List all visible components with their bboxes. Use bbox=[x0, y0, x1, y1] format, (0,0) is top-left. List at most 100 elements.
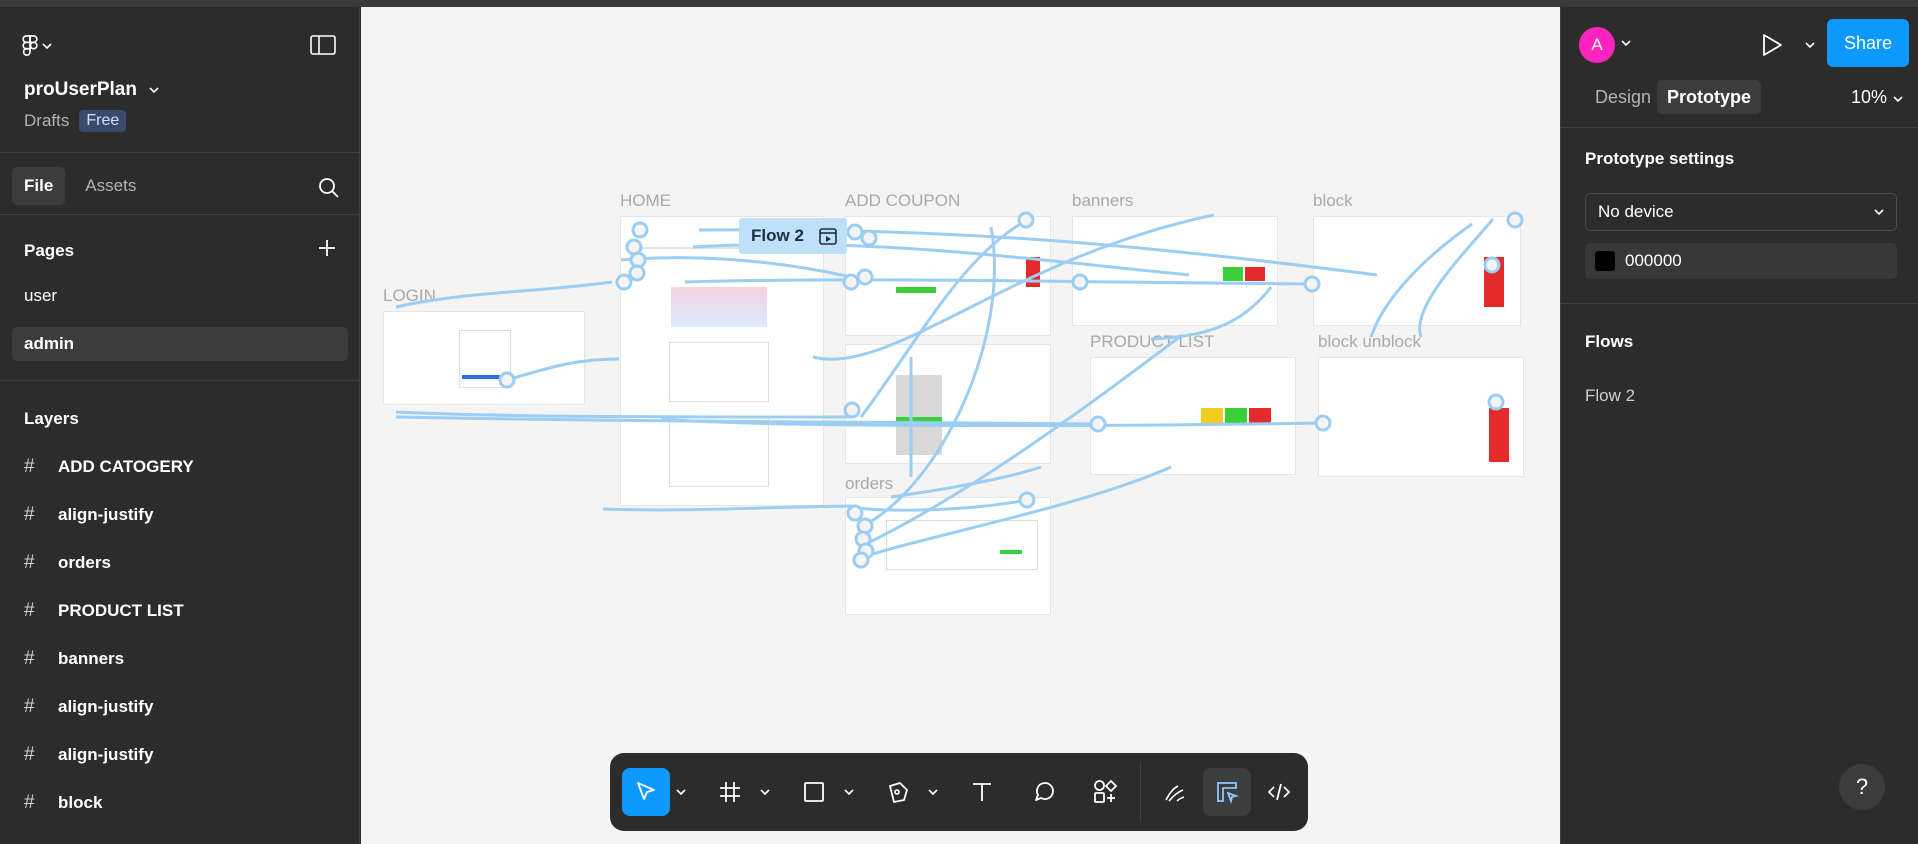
pen-tool-options[interactable] bbox=[922, 768, 944, 816]
green-bar bbox=[896, 417, 942, 423]
layer-item[interactable]: #align-justify bbox=[24, 504, 153, 526]
rectangle-tool-options[interactable] bbox=[838, 768, 860, 816]
search-icon[interactable] bbox=[318, 177, 340, 199]
window-top-bar bbox=[0, 0, 1918, 7]
figma-logo-icon bbox=[22, 35, 38, 56]
avatar[interactable]: A bbox=[1579, 27, 1615, 63]
tab-design[interactable]: Design bbox=[1595, 86, 1652, 107]
left-sidebar: proUserPlan Drafts Free File Assets Page… bbox=[0, 7, 360, 844]
chevron-down-icon bbox=[42, 43, 52, 50]
play-icon[interactable] bbox=[1761, 33, 1783, 57]
chevron-down-icon[interactable] bbox=[1805, 41, 1815, 49]
frame-label-orders[interactable]: orders bbox=[845, 474, 894, 493]
chevron-down-icon bbox=[149, 87, 159, 94]
frame-label-block-unblock[interactable]: block unblock bbox=[1318, 332, 1422, 351]
plus-icon[interactable] bbox=[318, 239, 336, 257]
frame-tool-options[interactable] bbox=[754, 768, 776, 816]
red-bar bbox=[1249, 408, 1271, 424]
frame-icon: # bbox=[24, 792, 35, 813]
layer-item[interactable]: # align-justify bbox=[24, 696, 153, 718]
present-icon[interactable] bbox=[818, 226, 838, 246]
green-bar bbox=[1225, 408, 1247, 424]
frame-label-banners[interactable]: banners bbox=[1072, 191, 1134, 210]
actions-icon bbox=[1094, 779, 1118, 803]
frame-block-unblock[interactable] bbox=[1318, 357, 1524, 477]
frame-add-coupon[interactable] bbox=[845, 216, 1051, 336]
tab-assets[interactable]: Assets bbox=[85, 176, 137, 195]
file-title[interactable]: proUserPlan bbox=[24, 79, 159, 101]
right-sidebar: A Share Design Prototype 10% Prototype s… bbox=[1560, 7, 1918, 844]
frame-label-block[interactable]: block bbox=[1313, 191, 1353, 210]
move-tool-button[interactable] bbox=[622, 768, 670, 816]
tab-prototype[interactable]: Prototype bbox=[1657, 80, 1762, 114]
layer-item[interactable]: #orders bbox=[24, 552, 111, 574]
draw-mode-icon bbox=[1165, 785, 1185, 802]
zoom-level[interactable]: 10% bbox=[1851, 87, 1888, 107]
chevron-down-icon bbox=[928, 789, 938, 796]
chevron-down-icon bbox=[1874, 209, 1884, 216]
move-tool-icon bbox=[637, 782, 655, 800]
page-item-admin[interactable]: admin bbox=[12, 327, 348, 361]
file-location[interactable]: Drafts bbox=[24, 111, 70, 130]
flow-badge-label: Flow 2 bbox=[751, 226, 804, 245]
toolbar-divider bbox=[1140, 763, 1141, 821]
layer-item[interactable]: # block bbox=[24, 792, 102, 814]
frame-label-home[interactable]: HOME bbox=[620, 191, 671, 210]
tab-file[interactable]: File bbox=[12, 167, 66, 205]
layer-label: ADD CATOGERY bbox=[58, 457, 194, 476]
device-select[interactable]: No device bbox=[1585, 193, 1897, 231]
share-button[interactable]: Share bbox=[1827, 19, 1909, 67]
file-location-row: Drafts Free bbox=[24, 110, 127, 132]
frame-product-list[interactable] bbox=[1090, 357, 1296, 475]
layer-item[interactable]: #banners bbox=[24, 648, 124, 670]
divider bbox=[1561, 303, 1918, 304]
green-bar bbox=[1223, 267, 1243, 281]
frame-add-catogery[interactable] bbox=[845, 344, 1051, 464]
design-canvas[interactable]: LOGIN HOME ADD COUPON ADD CATOGERY order… bbox=[361, 7, 1560, 844]
frame-icon: # bbox=[24, 696, 35, 717]
rectangle-tool-button[interactable] bbox=[790, 768, 838, 816]
frame-banners[interactable] bbox=[1072, 216, 1278, 326]
chevron-down-icon bbox=[760, 789, 770, 796]
frame-login[interactable] bbox=[383, 311, 585, 405]
frame-icon: # bbox=[24, 648, 35, 669]
color-swatch[interactable] bbox=[1595, 251, 1615, 271]
file-name: proUserPlan bbox=[24, 79, 137, 100]
main-menu-button[interactable] bbox=[22, 30, 68, 62]
login-card bbox=[459, 330, 511, 388]
layer-item[interactable]: #PRODUCT LIST bbox=[24, 600, 184, 622]
text-tool-button[interactable] bbox=[958, 768, 1006, 816]
text-tool-icon bbox=[973, 783, 991, 801]
flow-starting-point-badge[interactable]: Flow 2 bbox=[739, 218, 847, 254]
layer-label: align-justify bbox=[58, 697, 154, 716]
chevron-down-icon[interactable] bbox=[1893, 95, 1903, 103]
flow-item[interactable]: Flow 2 bbox=[1585, 386, 1636, 405]
yellow-bar bbox=[1201, 408, 1223, 424]
page-item-user[interactable]: user bbox=[24, 286, 58, 305]
frame-label-add-coupon[interactable]: ADD COUPON bbox=[845, 191, 961, 210]
divider bbox=[0, 214, 360, 215]
actions-button[interactable] bbox=[1082, 768, 1130, 816]
dev-mode-button[interactable] bbox=[1255, 768, 1303, 816]
design-mode-button[interactable] bbox=[1203, 768, 1251, 816]
move-tool-options[interactable] bbox=[670, 768, 692, 816]
frame-tool-button[interactable] bbox=[706, 768, 754, 816]
draw-mode-button[interactable] bbox=[1151, 768, 1199, 816]
layer-item[interactable]: #align-justify bbox=[24, 744, 153, 766]
pen-tool-icon bbox=[889, 782, 908, 803]
layer-item[interactable]: #ADD CATOGERY bbox=[24, 456, 194, 478]
green-bar bbox=[1000, 550, 1022, 554]
pages-title: Pages bbox=[24, 241, 75, 260]
sidebar-toggle-icon[interactable] bbox=[310, 35, 336, 55]
pen-tool-button[interactable] bbox=[874, 768, 922, 816]
chevron-down-icon[interactable] bbox=[1621, 39, 1631, 47]
comment-tool-button[interactable] bbox=[1020, 768, 1068, 816]
background-color-field[interactable]: 000000 bbox=[1585, 243, 1897, 279]
table-preview bbox=[886, 520, 1038, 570]
chevron-down-icon bbox=[844, 789, 854, 796]
layer-label: block bbox=[58, 793, 103, 812]
background-color-value[interactable]: 000000 bbox=[1625, 251, 1682, 270]
help-button[interactable]: ? bbox=[1839, 764, 1885, 810]
red-bar bbox=[1489, 408, 1509, 462]
frame-icon: # bbox=[24, 600, 35, 621]
